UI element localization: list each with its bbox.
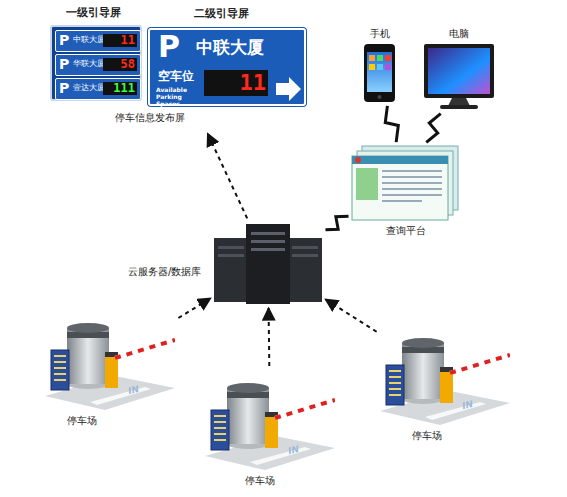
node-text: 停车场 bbox=[67, 415, 97, 426]
node-text: 查询平台 bbox=[352, 225, 460, 236]
monitor-base bbox=[440, 105, 478, 109]
diagram-node: 手机 bbox=[364, 44, 395, 102]
node-text: 111 bbox=[103, 82, 137, 95]
content-line bbox=[382, 188, 442, 190]
diagram-node: 查询平台 bbox=[352, 146, 460, 220]
node-text: 中联大厦 bbox=[196, 38, 264, 57]
nested-node: P 中联大厦11 bbox=[55, 30, 141, 52]
nested-node: 一级引导屏P中联大厦11P华联大厦58P壹达大厦111 bbox=[50, 25, 142, 101]
phone-screen bbox=[367, 52, 392, 92]
node-text: 华联大厦 bbox=[73, 60, 105, 69]
monitor-stand bbox=[448, 98, 470, 106]
node-text: 壹达大厦 bbox=[73, 84, 105, 93]
diagram-node: 停车场 bbox=[380, 325, 510, 425]
content-line bbox=[382, 170, 442, 172]
data-flow-arrow bbox=[325, 299, 376, 331]
nested-node: P 壹达大厦111 bbox=[55, 78, 141, 100]
drive-bay bbox=[251, 240, 285, 243]
data-flow-arrow bbox=[178, 298, 210, 318]
wireless-link bbox=[426, 114, 440, 143]
emblem bbox=[355, 157, 361, 163]
nested-node: P 华联大厦58 bbox=[55, 54, 141, 76]
content-line bbox=[382, 200, 422, 202]
diagram-node: 停车信息发布屏一级引导屏P中联大厦11P华联大厦58P壹达大厦111二级引导屏P… bbox=[40, 8, 315, 130]
phone-illustration bbox=[364, 44, 395, 102]
node-text: 中联大厦 bbox=[73, 36, 105, 45]
server-tower bbox=[246, 224, 290, 304]
side-panel bbox=[356, 168, 378, 200]
monitor-frame bbox=[424, 44, 494, 98]
node-text: Available Parking Spaces bbox=[156, 86, 196, 107]
wireless-link bbox=[325, 216, 348, 229]
content-line bbox=[382, 182, 442, 184]
node-text: P bbox=[158, 30, 180, 63]
node-text: 11 bbox=[204, 70, 268, 96]
home-button bbox=[378, 95, 382, 99]
drive-bay bbox=[292, 246, 318, 249]
node-text: 一级引导屏 bbox=[66, 7, 121, 19]
server-tower bbox=[288, 238, 322, 302]
parking-gate bbox=[205, 383, 335, 470]
drive-bay bbox=[292, 254, 318, 257]
drive-bay bbox=[218, 254, 244, 257]
diagram-node: 云服务器/数据库 bbox=[214, 222, 322, 304]
diagram-node: 电脑 bbox=[424, 44, 494, 110]
app-icon bbox=[385, 64, 391, 70]
wireless-link bbox=[385, 106, 398, 142]
node-text: 空车位 bbox=[158, 70, 194, 83]
node-text: P bbox=[59, 57, 69, 72]
app-icon bbox=[385, 55, 391, 61]
content-line bbox=[382, 176, 442, 178]
content-line bbox=[382, 194, 442, 196]
node-text: 云服务器/数据库 bbox=[128, 266, 201, 277]
parking-gate bbox=[380, 338, 510, 425]
node-text: 电脑 bbox=[424, 28, 494, 39]
diagram-node: 停车场 bbox=[205, 370, 335, 470]
title-bar bbox=[352, 156, 448, 164]
nested-node: 二级引导屏P中联大厦空车位Available Parking Spaces11 bbox=[148, 28, 306, 106]
node-text: P bbox=[59, 81, 69, 96]
data-flow-arrow bbox=[268, 308, 271, 366]
node-text: 手机 bbox=[364, 28, 395, 39]
diagram-node: 停车场 bbox=[45, 310, 175, 410]
node-text: P bbox=[59, 33, 69, 48]
app-icon bbox=[369, 55, 375, 61]
data-flow-arrow bbox=[208, 134, 248, 219]
app-icon bbox=[377, 64, 383, 70]
monitor-screen bbox=[428, 48, 490, 94]
node-text: 停车场 bbox=[245, 475, 275, 486]
node-text: 停车信息发布屏 bbox=[115, 112, 185, 123]
platform-illustration bbox=[352, 146, 458, 220]
server-tower bbox=[214, 238, 248, 302]
node-text: 11 bbox=[103, 34, 137, 47]
parking-gate bbox=[45, 323, 175, 410]
computer-illustration bbox=[424, 44, 494, 109]
server-illustration bbox=[214, 224, 322, 304]
drive-bay bbox=[251, 248, 285, 251]
app-icon bbox=[369, 64, 375, 70]
drive-bay bbox=[218, 246, 244, 249]
node-text: 停车场 bbox=[412, 430, 442, 441]
app-icon bbox=[377, 55, 383, 61]
window-front bbox=[352, 156, 448, 220]
drive-bay bbox=[251, 232, 285, 235]
phone-body bbox=[364, 44, 395, 102]
node-text: 58 bbox=[103, 58, 137, 71]
node-text: 二级引导屏 bbox=[194, 8, 249, 20]
